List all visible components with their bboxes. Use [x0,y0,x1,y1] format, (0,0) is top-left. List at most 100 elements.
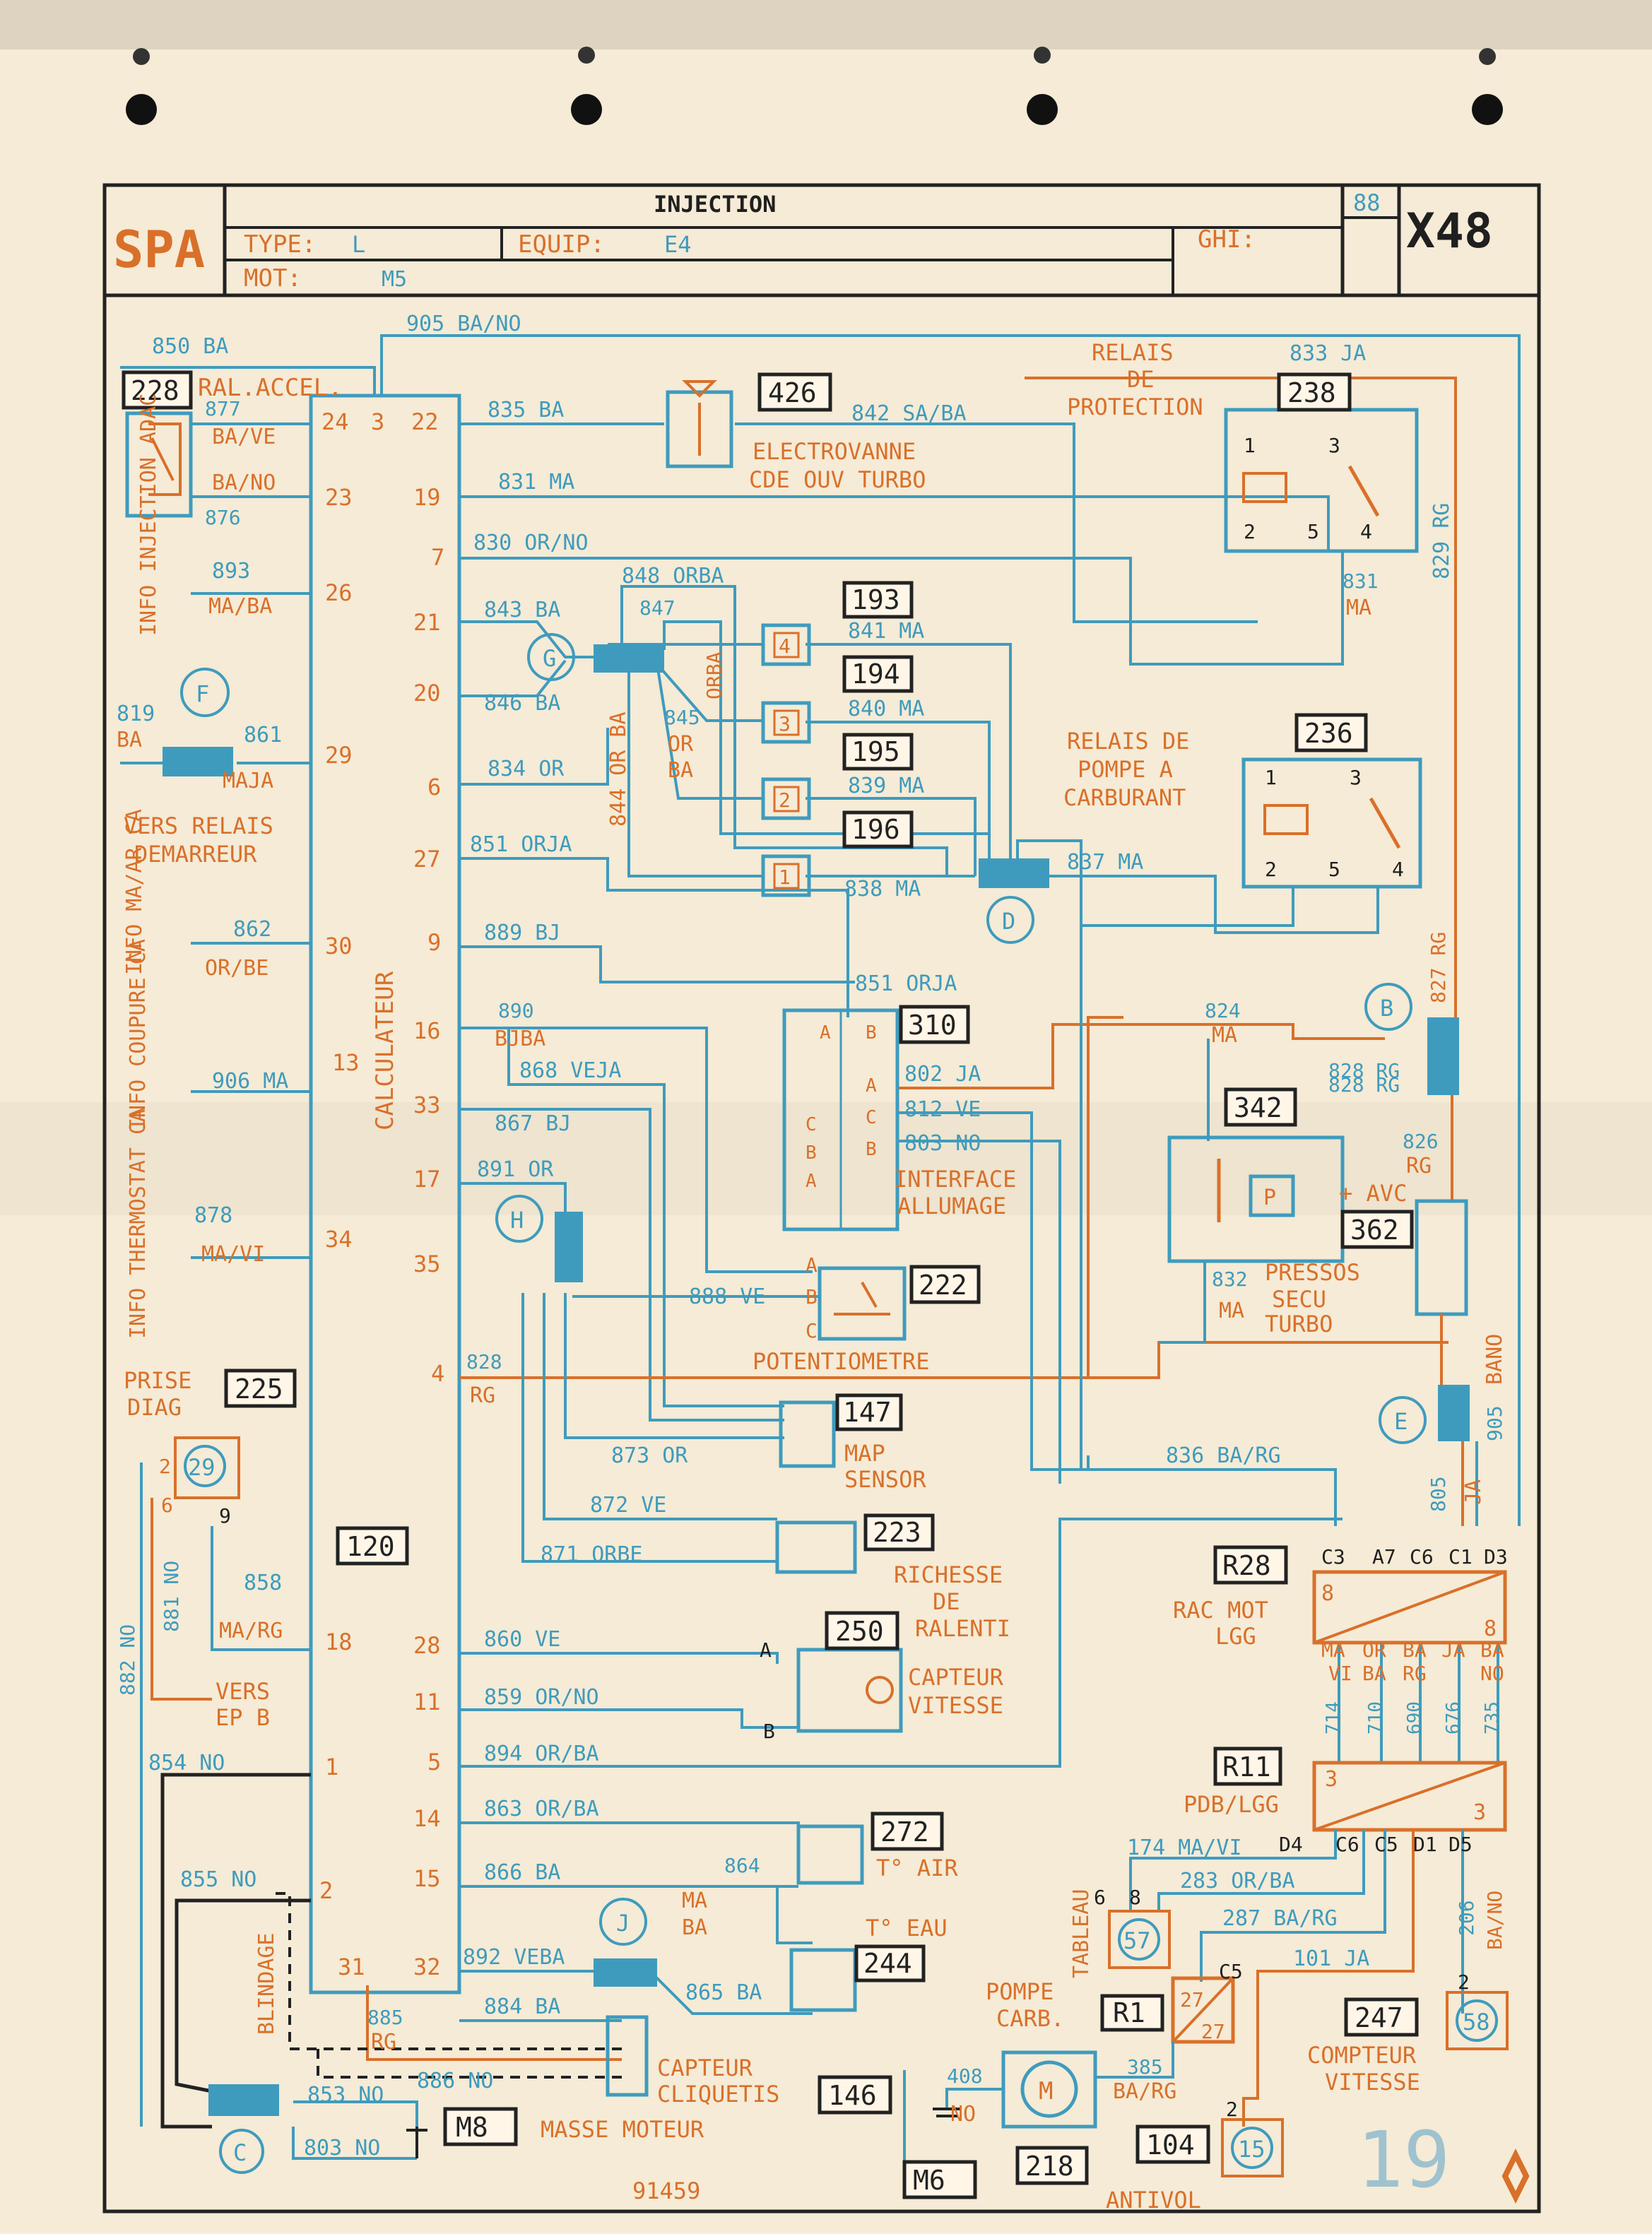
pin-label: A [760,1638,772,1662]
connector-r11: R11 PDB/LGG 3 3 D4 C6 C5 D1 D5 [1184,1747,1486,1856]
wire-label: MA [1346,596,1371,620]
pin-label: 30 [325,933,353,959]
wire-label: 408 [947,2064,983,2088]
map-sensor-147: 147 873 OR MAP SENSOR [611,1393,926,1493]
svg-text:193: 193 [851,584,900,615]
pin-label: 32 [413,1954,441,1980]
wire-label: BA/NO [212,471,276,495]
wire-label: 848 ORBA [622,564,724,589]
pin-label: C3 [1321,1545,1345,1568]
pin-label: 8 [1129,1886,1141,1909]
ignition-interface-310: 310 851 ORJA 802 JA 812 VE 803 NO INTERF… [782,971,1016,1231]
pin-label: 4 [1360,520,1372,543]
wire-label: BJBA [495,1027,545,1051]
svg-text:VI: VI [1328,1662,1352,1685]
pin-label: C5 [1374,1833,1398,1856]
page-number: 19 [1357,2115,1450,2205]
wire-label: 829 RG [1429,503,1454,579]
solenoid-valve-426: 426 842 SA/BA ELECTROVANNE CDE OUV TURBO [666,372,967,493]
blindage-label: BLINDAGE [254,1933,279,2035]
pin-label: 24 [321,408,349,435]
svg-text:3: 3 [779,712,791,735]
wire-label: 877 [205,397,241,420]
knock-label: CLIQUETIS [657,2081,779,2108]
svg-text:250: 250 [835,1616,884,1647]
richesse-label: RALENTI [915,1615,1010,1642]
dashboard-57: TABLEAU 6 8 57 [1069,1886,1171,1978]
wire-label: 802 JA [904,1062,981,1087]
wire-label: 827 RG [1427,932,1450,1003]
svg-text:BA: BA [1362,1662,1386,1685]
wire-label: 847 [639,596,675,620]
pin-label: 3 [1328,434,1340,457]
water-temp-sensor-244: 244 T° EAU 866 BA 865 BA MA BA [484,1860,948,2012]
pressos-label: SECU [1272,1286,1326,1313]
wire-label: 842 SA/BA [851,401,967,426]
pin-label: 15 [413,1865,441,1892]
connector-f [180,668,230,717]
pin-label: A7 [1372,1545,1396,1568]
svg-text:BA: BA [1403,1638,1427,1662]
equip-value: E4 [664,231,692,258]
type-value: L [352,231,365,258]
injector-4: 4 841 MA 193 [761,581,924,666]
wire-label: BA/NO [1483,1891,1506,1950]
air-temp-label: T° AIR [876,1855,958,1881]
relay-label: RELAIS [1092,339,1174,366]
svg-text:247: 247 [1355,2002,1403,2033]
connector-c-block [208,2084,279,2116]
wire-label: 838 MA [844,877,921,902]
water-temp-label: T° EAU [866,1915,948,1942]
wire-label: 871 ORBE [541,1542,643,1567]
pin-label: C6 [1410,1545,1434,1568]
masse-moteur-label: MASSE MOTEUR [541,2116,704,2143]
wire-label: 805 [1427,1476,1450,1512]
info-thermostat-label: INFO THERMOSTAT CA [126,1109,151,1339]
punch-hole-small [133,48,150,65]
pin-label: 1 [1244,434,1256,457]
pin-label: C1 [1449,1545,1473,1568]
svg-text:4: 4 [779,634,791,658]
punch-hole-small [1034,47,1051,64]
pin-label: C6 [1335,1833,1359,1856]
switch-362: 362 + AVC 826 RG [1339,1130,1439,1249]
air-temp-sensor-272: 272 863 OR/BA 864 T° AIR [484,1797,958,1885]
wire-label: 859 OR/NO [484,1685,599,1710]
antivol-label: ANTIVOL [1106,2187,1201,2214]
svg-text:236: 236 [1304,718,1353,749]
wire-label: 843 BA [484,598,560,622]
pin-label: 3 [1350,766,1362,789]
pin-label: 5 [1307,520,1319,543]
svg-text:R1: R1 [1113,1997,1145,2028]
wire-label: 840 MA [848,697,924,721]
connector-r1: R1 C5 27 27 [1100,1960,1243,2043]
connector-e-block [1438,1385,1470,1441]
pin-label: 34 [325,1226,353,1253]
wire-label: 905 [1483,1405,1506,1441]
svg-text:735: 735 [1482,1701,1503,1734]
valve-label: ELECTROVANNE [753,438,916,465]
ground-m6: M6 [902,2160,977,2199]
r1-connector-body [1171,1976,1235,2044]
compteur-label: COMPTEUR [1307,2042,1417,2069]
wire-label: 837 MA [1067,850,1143,875]
pin-label: 9 [427,929,441,956]
wire-label: 841 MA [848,619,924,644]
svg-text:147: 147 [843,1397,892,1428]
richesse-label: RICHESSE [894,1561,1003,1588]
pin-label: 2 [1226,2098,1238,2121]
speed-sensor-250: 250 860 VE 859 OR/NO A B CAPTEUR VITESSE [484,1611,1004,1743]
wire-label: MA/RG [219,1619,283,1643]
wire-label: 884 BA [484,1994,560,2019]
svg-text:BA: BA [1480,1638,1504,1662]
svg-text:M8: M8 [456,2112,488,2143]
pin-label: D5 [1449,1833,1473,1856]
wire-label: 846 BA [484,691,560,716]
svg-text:MA: MA [1321,1638,1345,1662]
wire-label: 101 JA [1293,1946,1369,1971]
wire-label: 886 NO [417,2069,493,2093]
ignition-lock-104: 104 ANTIVOL 2 15 [1106,2098,1284,2214]
connector-e [1379,1396,1427,1444]
avc-label: + AVC [1339,1180,1407,1207]
